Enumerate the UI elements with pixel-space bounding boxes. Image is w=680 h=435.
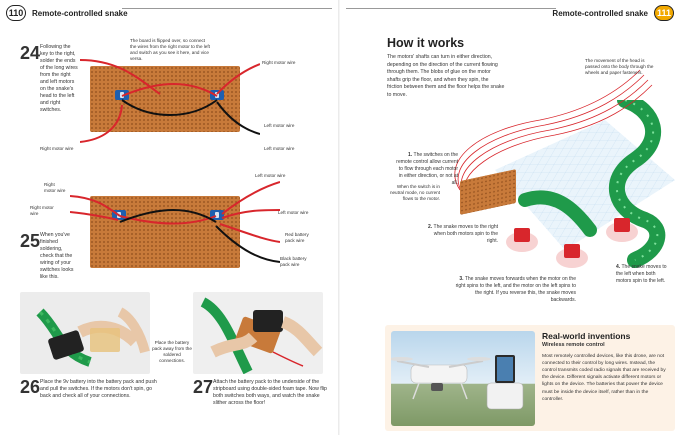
header-title-left: Remote-controlled snake: [32, 8, 128, 18]
point-3-text: The snake moves forwards when the motor …: [455, 276, 576, 303]
callout-left-motor-wire-b: Left motor wire: [264, 146, 295, 151]
step-24-photo: [80, 50, 260, 150]
callout-neutral-mode: When the switch is in neutral mode, no c…: [389, 184, 440, 201]
motors: [506, 218, 638, 268]
step-27-text: Attach the battery pack to the underside…: [213, 379, 327, 407]
point-3: 3. The snake moves forwards when the mot…: [454, 276, 576, 304]
wires-24: [80, 59, 260, 143]
stripboard-25: [90, 196, 240, 268]
point-1: 1. The switches on the remote control al…: [396, 152, 458, 187]
real-world-box: Real-world inventions Wireless remote co…: [385, 325, 675, 431]
how-it-works-title: How it works: [387, 36, 465, 50]
left-header: 110 Remote-controlled snake: [6, 4, 336, 22]
how-it-works-intro: The motors' shafts can turn in either di…: [387, 54, 505, 98]
callout-black-battery-wire: Black battery pack wire: [280, 256, 307, 267]
wires-25: [70, 181, 280, 263]
step-25: 25: [20, 232, 40, 250]
callout-right-motor-wire-bottom: Right motor wire: [40, 146, 74, 151]
callout-right-motor-wire-top: Right motor wire: [262, 60, 296, 65]
header-circuit-decoration: [122, 8, 332, 9]
left-page: 110 Remote-controlled snake 24 Following…: [6, 4, 336, 407]
point-2-text: The snake moves to the right when both m…: [433, 224, 498, 244]
step-27-number: 27: [193, 377, 214, 397]
callout-flipped-note: The board is flipped over, so connect th…: [130, 38, 210, 61]
callout-battery-pack-away: Place the battery pack away from the sol…: [152, 340, 192, 363]
point-2: 2. The snake moves to the right when bot…: [428, 224, 498, 245]
stripboard-24: [90, 66, 240, 132]
page-number-right: 111: [654, 5, 674, 21]
step-26-photo: [20, 292, 150, 374]
step-24-number: 24: [20, 43, 41, 63]
step-25-text: When you've finished soldering, check th…: [40, 232, 74, 281]
real-world-title: Real-world inventions: [542, 331, 631, 341]
point-4-num: 4.: [616, 264, 621, 270]
header-title-right: Remote-controlled snake: [552, 8, 648, 18]
step-27-photo: [193, 292, 323, 374]
step-24-text: Following the key to the right, solder t…: [40, 44, 78, 114]
step-27: 27: [193, 378, 213, 396]
point-4-text: The snake moves to the left when both mo…: [616, 264, 667, 284]
real-world-text: Most remotely controlled devices, like t…: [542, 354, 666, 402]
header-circuit-decoration-right: [346, 8, 556, 9]
callout-left-motor-wire-25b: Left motor wire: [278, 210, 309, 215]
callout-right-motor-wire-25a: Right motor wire: [44, 182, 66, 193]
callout-right-motor-wire-25b: Right motor wire: [30, 205, 54, 216]
step-25-number: 25: [20, 231, 41, 251]
step-26-text: Place the 9v battery into the battery pa…: [40, 379, 157, 400]
point-1-num: 1.: [408, 152, 413, 158]
drone-photo: [391, 331, 535, 426]
step-26: 26: [20, 378, 40, 396]
step-24: 24: [20, 44, 40, 62]
right-switch-25: [210, 210, 224, 220]
page-number-left: 110: [6, 5, 26, 21]
point-4: 4. The snake moves to the left when both…: [616, 264, 672, 285]
right-page: Remote-controlled snake 111 How it works…: [340, 0, 680, 435]
step-26-number: 26: [20, 377, 41, 397]
step-25-photo: [70, 170, 280, 280]
point-3-num: 3.: [459, 276, 464, 282]
right-header: Remote-controlled snake 111: [340, 4, 674, 22]
callout-left-motor-wire-25a: Left motor wire: [255, 173, 286, 178]
real-world-subtitle: Wireless remote control: [542, 342, 605, 348]
point-1-text: The switches on the remote control allow…: [396, 152, 458, 186]
callout-movement-head: The movement of the head is passed onto …: [585, 58, 654, 75]
point-2-num: 2.: [428, 224, 433, 230]
callout-red-battery-wire: Red battery pack wire: [285, 232, 309, 243]
callout-left-motor-wire-a: Left motor wire: [264, 123, 295, 128]
